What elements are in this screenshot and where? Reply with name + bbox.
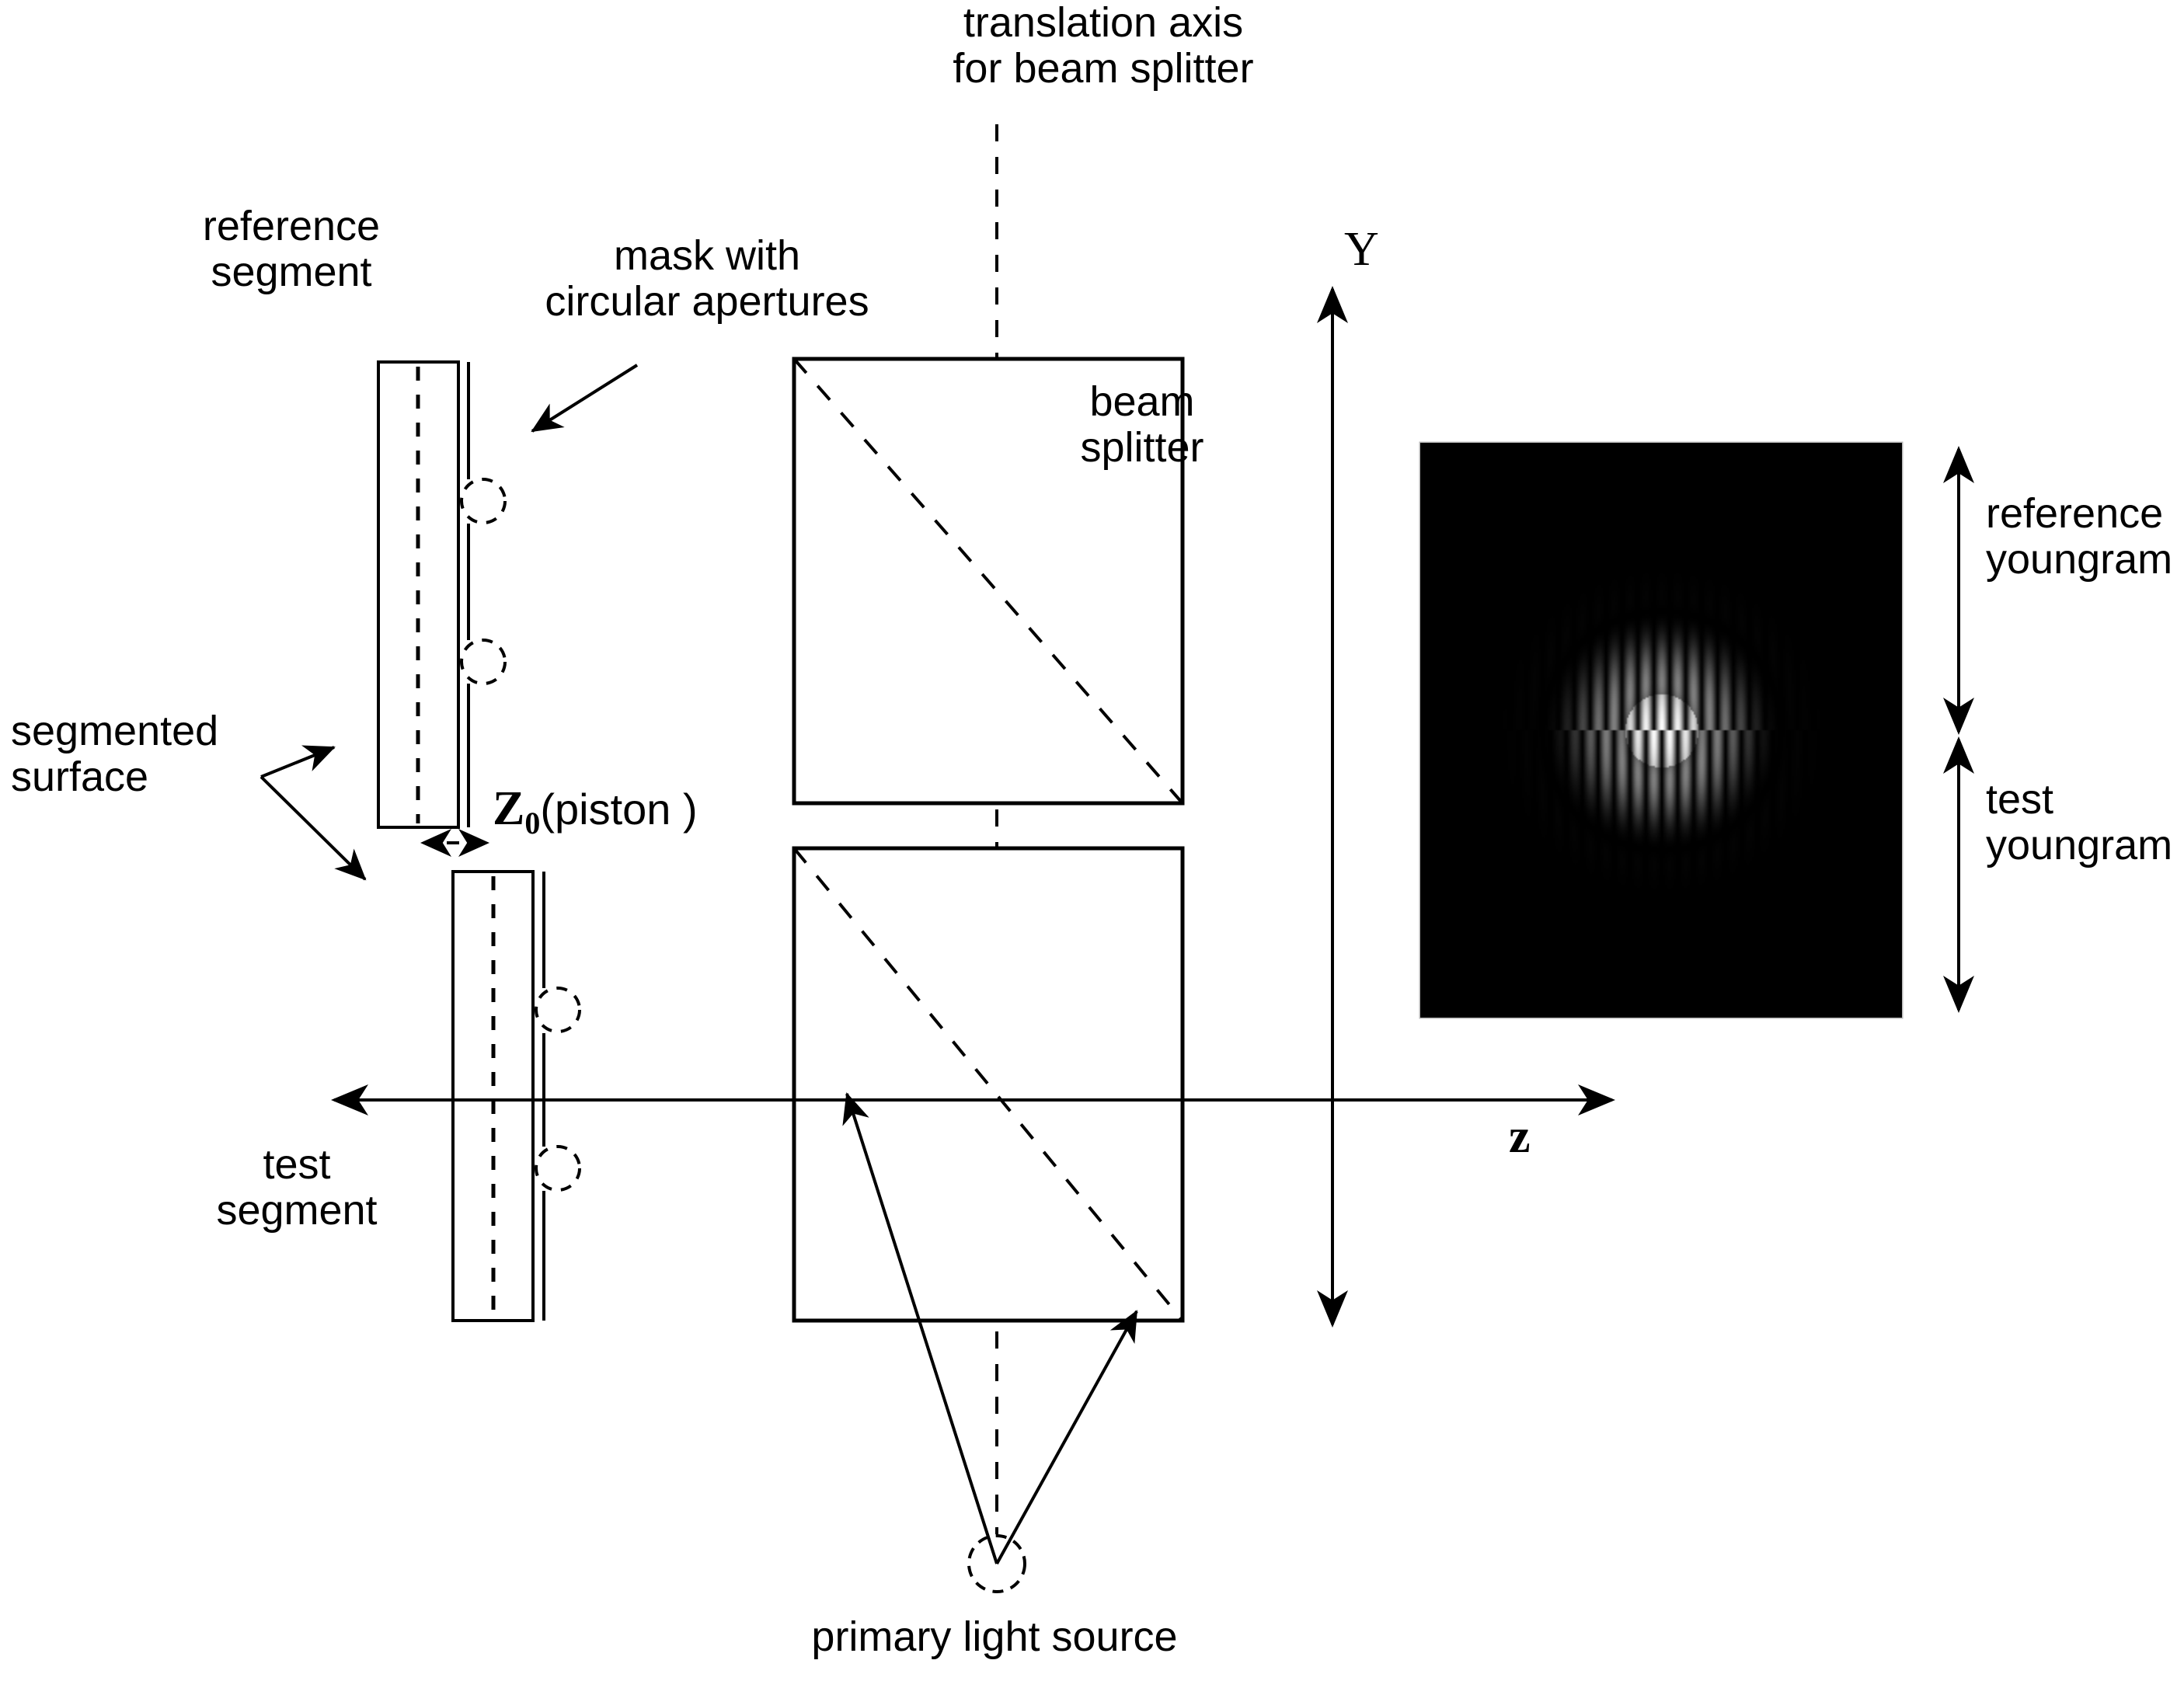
translation-axis-label: translation axis for beam splitter — [953, 0, 1254, 92]
axis-y-label: Y — [1344, 223, 1379, 276]
piston-symbol: Z — [493, 782, 525, 835]
youngram-canvas — [1420, 443, 1902, 1018]
light-ray-to-upper-splitter — [842, 1092, 998, 1564]
reference-segment-block — [377, 360, 460, 829]
mask-callout-arrow — [531, 364, 639, 433]
test-segment-block — [451, 870, 535, 1322]
piston-text: (piston ) — [540, 785, 698, 834]
beam-splitter-label: beam splitter — [1080, 378, 1204, 472]
piston-label: Z0(piston ) — [493, 785, 698, 839]
test-youngram-label: test youngram — [1986, 776, 2173, 869]
segmented-surface-label: segmented surface — [11, 708, 219, 801]
test-aperture-circle-lower — [535, 1145, 581, 1192]
reference-aperture-circle-upper — [460, 478, 507, 524]
test-aperture-circle-upper — [535, 987, 581, 1033]
piston-subscript: 0 — [524, 806, 541, 841]
youngram-interference-image — [1420, 443, 1902, 1018]
reference-youngram-label: reference youngram — [1986, 490, 2173, 583]
reference-aperture-circle-lower — [460, 639, 507, 685]
reference-segment-label: reference segment — [202, 203, 381, 296]
primary-light-source-label: primary light source — [811, 1613, 1178, 1660]
segmented-surface-callout-arrows — [260, 745, 367, 881]
lower-beam-splitter — [792, 846, 1185, 1323]
mask-with-apertures-label: mask with circular apertures — [545, 232, 869, 325]
primary-light-source-circle — [967, 1534, 1026, 1593]
test-segment-label: test segment — [216, 1141, 378, 1234]
light-ray-to-lower-right — [995, 1310, 1138, 1564]
axis-z-label: z — [1509, 1110, 1531, 1163]
upper-beam-splitter — [792, 357, 1185, 806]
